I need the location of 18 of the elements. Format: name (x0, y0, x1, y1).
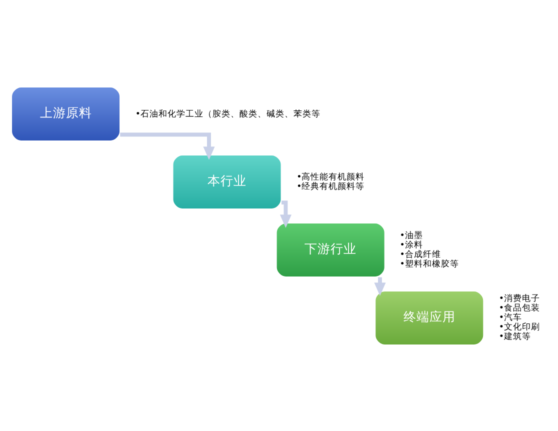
node-label: •消费电子 (498, 294, 540, 304)
node-box: 终端应用 (374, 290, 484, 345)
node-label: •食品包装 (498, 303, 540, 314)
node-box: 上游原料 (11, 86, 120, 141)
node-label: •经典有机颜料等 (296, 181, 365, 192)
node-label: •文化印刷 (498, 322, 540, 332)
node-label: •油墨 (400, 230, 423, 240)
node-label: •石油和化学工业（胺类、酸类、碱类、苯类等 (135, 108, 320, 119)
arrow (280, 200, 292, 228)
node-label: •汽车 (498, 312, 522, 323)
node-label: •建筑等 (498, 332, 532, 342)
arrow (120, 132, 215, 160)
node-label: •涂料 (400, 240, 423, 250)
node-label: •高性能有机颜料 (296, 172, 365, 182)
node-label: •合成纤维 (400, 249, 441, 260)
node-box: 下游行业 (276, 222, 386, 277)
node-box: 本行业 (172, 154, 282, 209)
node-label: •塑料和橡胶等 (400, 258, 459, 269)
